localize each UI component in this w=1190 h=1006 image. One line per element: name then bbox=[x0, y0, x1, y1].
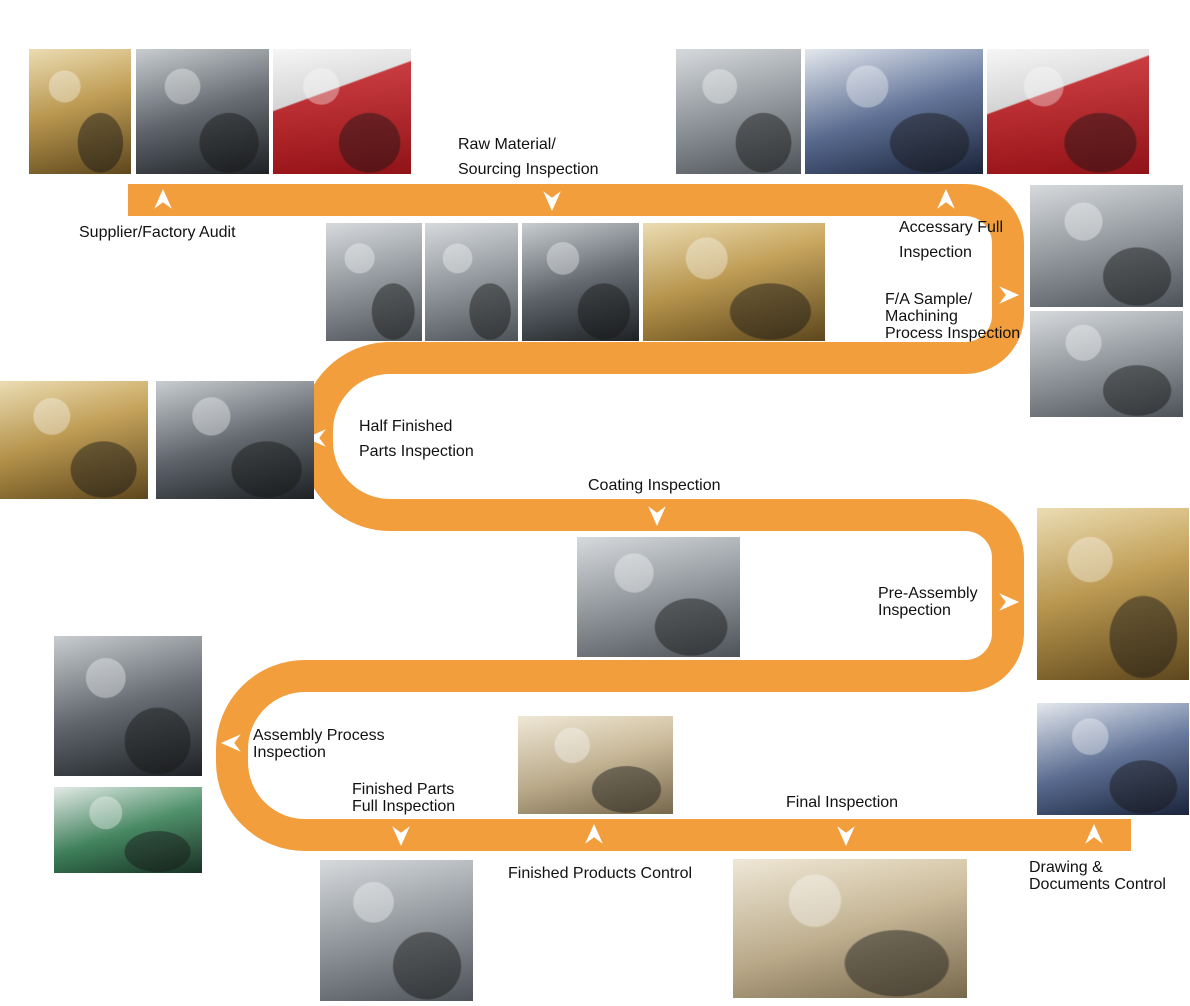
assembly-process-label-line2: Inspection bbox=[253, 744, 326, 761]
raw-material-label-line1: Raw Material/ bbox=[458, 136, 556, 153]
finished-parts-label-line2: Full Inspection bbox=[352, 798, 456, 815]
fa-sample-photo-1 bbox=[1030, 185, 1183, 307]
raw-material-label: Raw Material/ Sourcing Inspection bbox=[458, 132, 599, 182]
raw-material-photo-4 bbox=[643, 223, 825, 341]
arrow-final-inspection bbox=[837, 826, 855, 846]
arrow-accessary bbox=[937, 189, 955, 209]
assembly-process-photo-1 bbox=[54, 636, 202, 776]
arrow-finished-parts bbox=[392, 826, 410, 846]
pre-assembly-photo bbox=[1037, 508, 1189, 680]
accessary-label-line1: Accessary Full bbox=[899, 219, 1004, 236]
supplier-audit-photo-1 bbox=[29, 49, 131, 174]
fa-sample-label-line3: Process Inspection bbox=[885, 325, 1021, 342]
half-finished-photo-2 bbox=[156, 381, 314, 499]
arrow-half-finished bbox=[306, 429, 326, 447]
assembly-process-label-line1: Assembly Process bbox=[253, 727, 385, 744]
drawing-documents-photo bbox=[1037, 703, 1189, 815]
pre-assembly-label-line1: Pre-Assembly bbox=[878, 585, 978, 602]
drawing-documents-label-line1: Drawing & bbox=[1029, 859, 1103, 876]
flow-arrows bbox=[154, 189, 1103, 846]
assembly-process-label: Assembly Process Inspection bbox=[253, 727, 385, 761]
arrow-pre-assembly bbox=[999, 593, 1019, 611]
fa-sample-label-line1: F/A Sample/ bbox=[885, 291, 973, 308]
half-finished-label-line2: Parts Inspection bbox=[359, 443, 474, 460]
final-inspection-label: Final Inspection bbox=[786, 794, 899, 811]
supplier-audit-label: Supplier/Factory Audit bbox=[79, 224, 236, 241]
pre-assembly-label-line2: Inspection bbox=[878, 602, 951, 619]
raw-material-photo-3 bbox=[522, 223, 639, 341]
finished-parts-label-line1: Finished Parts bbox=[352, 781, 455, 798]
accessary-label-line2: Inspection bbox=[899, 244, 972, 261]
arrow-finished-products bbox=[585, 824, 603, 844]
arrow-drawing-documents bbox=[1085, 824, 1103, 844]
half-finished-label-line1: Half Finished bbox=[359, 418, 453, 435]
supplier-audit-photo-3 bbox=[273, 49, 411, 174]
fa-sample-photo-2 bbox=[1030, 311, 1183, 417]
finished-products-label: Finished Products Control bbox=[508, 865, 693, 882]
finished-parts-photo bbox=[320, 860, 473, 1001]
raw-material-photo-1 bbox=[326, 223, 422, 341]
accessary-inspection-photo-2 bbox=[805, 49, 983, 174]
accessary-inspection-photo-1 bbox=[676, 49, 801, 174]
arrow-raw-material bbox=[543, 191, 561, 211]
arrow-fa-sample bbox=[999, 286, 1019, 304]
half-finished-photo-1 bbox=[0, 381, 148, 499]
supplier-audit-photo-2 bbox=[136, 49, 269, 174]
arrow-assembly-process bbox=[221, 734, 241, 752]
final-inspection-photo bbox=[733, 859, 967, 998]
raw-material-label-line2: Sourcing Inspection bbox=[458, 161, 599, 178]
arrow-supplier-audit bbox=[154, 189, 172, 209]
finished-parts-label: Finished Parts Full Inspection bbox=[352, 781, 455, 815]
accessary-label: Accessary Full Inspection bbox=[899, 215, 1003, 265]
fa-sample-label-line2: Machining bbox=[885, 308, 958, 325]
raw-material-photo-2 bbox=[425, 223, 518, 341]
arrow-coating bbox=[648, 506, 666, 526]
coating-label: Coating Inspection bbox=[588, 477, 721, 494]
accessary-inspection-photo-3 bbox=[987, 49, 1149, 174]
finished-products-photo bbox=[518, 716, 673, 814]
drawing-documents-label-line2: Documents Control bbox=[1029, 876, 1166, 893]
assembly-process-photo-2 bbox=[54, 787, 202, 873]
coating-inspection-photo bbox=[577, 537, 740, 657]
pre-assembly-label: Pre-Assembly Inspection bbox=[878, 585, 978, 619]
fa-sample-label: F/A Sample/ Machining Process Inspection bbox=[885, 291, 1020, 342]
flow-band bbox=[128, 184, 1131, 851]
drawing-documents-label: Drawing & Documents Control bbox=[1029, 859, 1166, 893]
half-finished-label: Half Finished Parts Inspection bbox=[359, 414, 474, 464]
